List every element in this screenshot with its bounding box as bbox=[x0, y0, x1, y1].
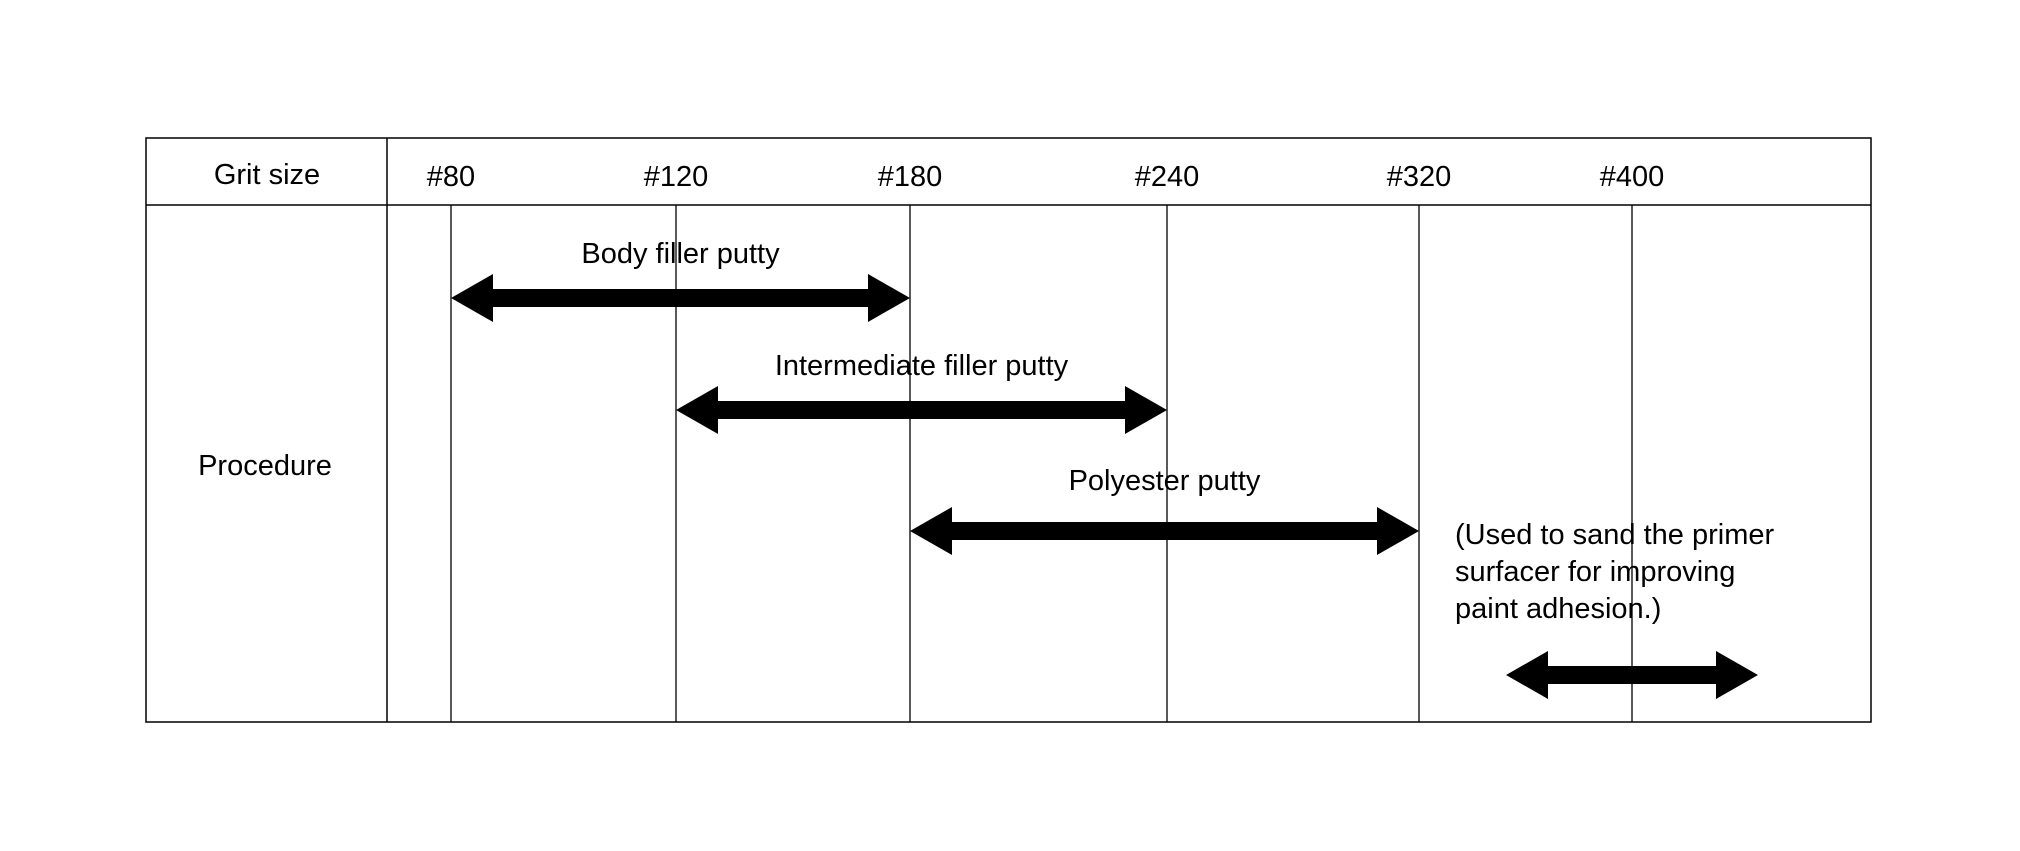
intermediate-filler-putty-arrow bbox=[676, 386, 1167, 434]
polyester-putty-arrow bbox=[910, 507, 1419, 555]
grit-label-120: #120 bbox=[644, 161, 709, 193]
grit-label-240: #240 bbox=[1135, 161, 1200, 193]
body-filler-putty-label: Body filler putty bbox=[581, 238, 780, 270]
note-line-1: (Used to sand the primer bbox=[1455, 519, 1774, 551]
body-filler-putty-arrow bbox=[451, 274, 910, 322]
polyester-putty-label: Polyester putty bbox=[1069, 465, 1261, 497]
procedure-row-label: Procedure bbox=[198, 450, 332, 482]
grit-size-header-label: Grit size bbox=[214, 159, 320, 191]
grit-label-400: #400 bbox=[1600, 161, 1665, 193]
grit-grid-lines bbox=[450, 205, 1633, 722]
note-arrow-group bbox=[1506, 651, 1758, 699]
intermediate-filler-putty-label: Intermediate filler putty bbox=[775, 350, 1069, 382]
primer-surfacer-note: (Used to sand the primer surfacer for im… bbox=[1455, 519, 1774, 625]
note-line-3: paint adhesion.) bbox=[1455, 593, 1661, 625]
grit-label-320: #320 bbox=[1387, 161, 1452, 193]
grit-label-80: #80 bbox=[427, 161, 475, 193]
table-border bbox=[145, 137, 1872, 723]
grit-label-180: #180 bbox=[878, 161, 943, 193]
grit-size-labels: #80 #120 #180 #240 #320 #400 bbox=[427, 161, 1664, 193]
primer-surfacer-arrow bbox=[1506, 651, 1758, 699]
note-line-2: surfacer for improving bbox=[1455, 556, 1735, 588]
